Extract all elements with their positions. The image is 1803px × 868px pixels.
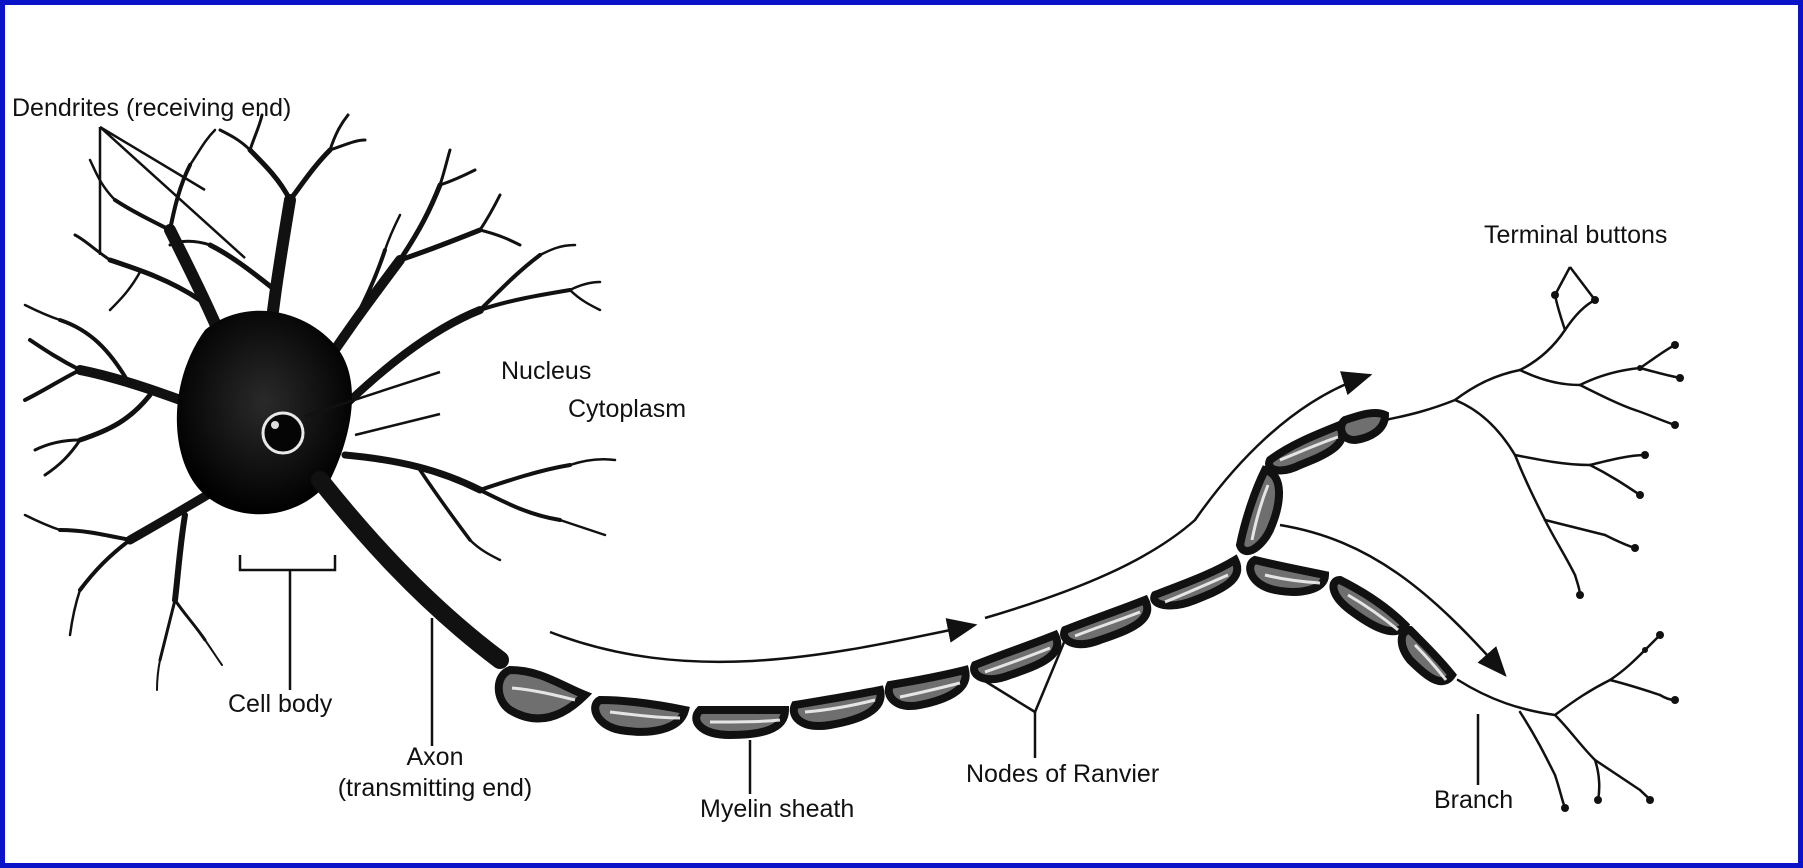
- axon-label-line2: (transmitting end): [325, 773, 545, 804]
- terminal-buttons-upper: [1551, 291, 1684, 599]
- axon-label-line1: Axon: [325, 742, 545, 773]
- terminal-branches-lower: [1458, 635, 1675, 808]
- myelin-sheath: [499, 413, 1452, 735]
- myelin-sheath-label: Myelin sheath: [700, 794, 854, 825]
- cell-body: [177, 311, 500, 660]
- branch-label: Branch: [1434, 785, 1513, 816]
- axon-label: Axon (transmitting end): [325, 742, 545, 804]
- terminal-buttons-lower: [1561, 631, 1679, 812]
- cell-body-label: Cell body: [228, 689, 332, 720]
- nodes-of-ranvier-label: Nodes of Ranvier: [966, 759, 1159, 790]
- nucleus: [263, 413, 303, 453]
- dendrites-label: Dendrites (receiving end): [12, 93, 291, 124]
- cytoplasm-label: Cytoplasm: [568, 394, 686, 425]
- terminal-buttons-label: Terminal buttons: [1484, 220, 1667, 251]
- nucleus-label: Nucleus: [501, 356, 591, 387]
